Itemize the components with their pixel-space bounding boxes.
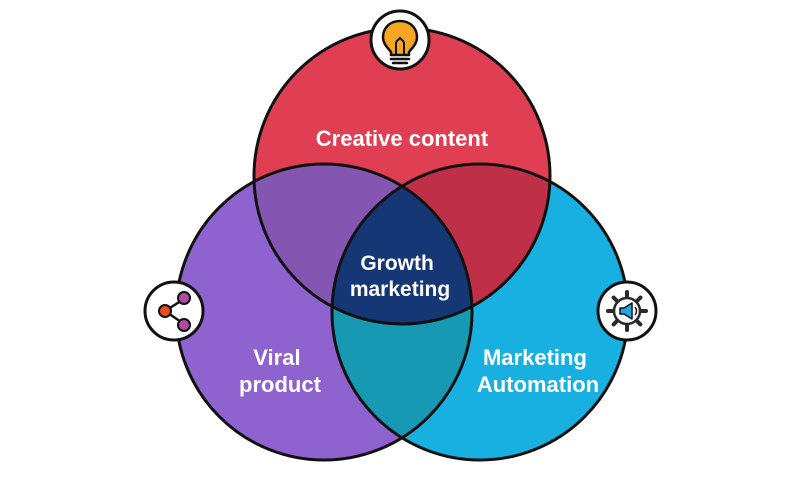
label-viral-line-2: product (239, 372, 322, 397)
label-center-line-2: marketing (350, 278, 450, 301)
gear-megaphone-icon (596, 280, 658, 342)
overlap-center (332, 164, 472, 324)
label-automation-line-1: Marketing (483, 345, 587, 370)
label-viral-line-1: Viral (253, 345, 300, 370)
label-viral-product: Viral product (239, 345, 322, 397)
label-center-line-1: Growth (360, 252, 434, 275)
label-creative-line-1: Creative content (316, 126, 489, 151)
label-marketing-automation: Marketing Automation (477, 345, 599, 397)
label-automation-line-2: Automation (477, 372, 599, 397)
label-creative-content: Creative content (316, 126, 489, 151)
lightbulb-icon (369, 9, 431, 71)
label-growth-marketing: Growth marketing (350, 252, 450, 301)
share-icon (143, 280, 205, 342)
